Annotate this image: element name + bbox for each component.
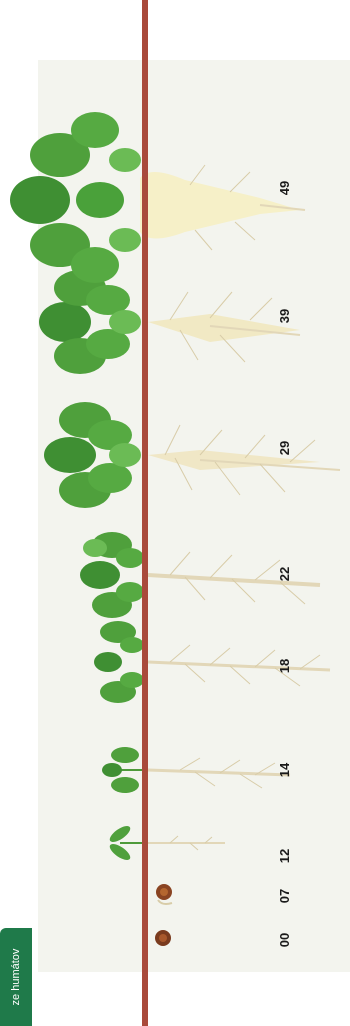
- stage-label-00: 00: [275, 925, 295, 955]
- plant-stage-49: [10, 112, 305, 283]
- germinating-seed-stage-07: [156, 884, 172, 904]
- stage-label-18: 18: [275, 651, 295, 681]
- seedling-stage-12: [107, 823, 225, 863]
- stage-label-39: 39: [275, 301, 295, 331]
- side-tab: ze humátov: [0, 928, 32, 1026]
- stage-label-12: 12: [275, 841, 295, 871]
- stage-label-14: 14: [275, 755, 295, 785]
- plant-stage-14: [102, 747, 290, 793]
- seed-stage-00: [155, 930, 171, 946]
- plant-stage-39: [39, 270, 300, 374]
- stage-label-29: 29: [275, 433, 295, 463]
- stage-label-22: 22: [275, 559, 295, 589]
- plant-stage-29: [44, 402, 340, 508]
- stage-label-07: 07: [275, 881, 295, 911]
- ground-line: [142, 0, 148, 1026]
- side-tab-text: ze humátov: [6, 928, 26, 1026]
- stage-label-49: 49: [275, 173, 295, 203]
